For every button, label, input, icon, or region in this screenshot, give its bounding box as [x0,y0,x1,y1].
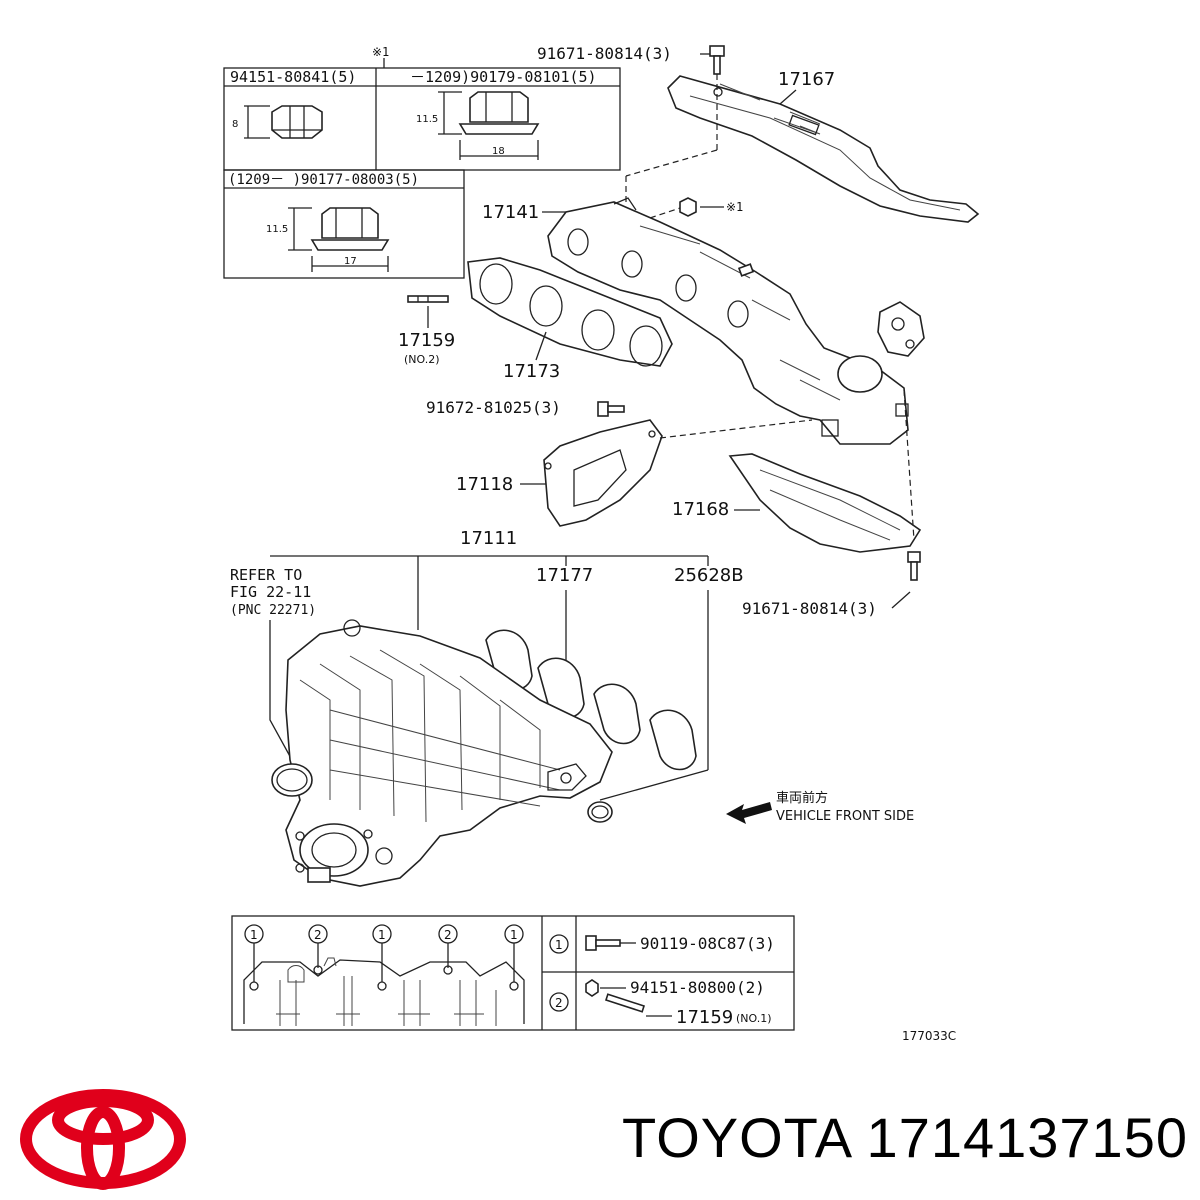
diagram-code: 177033C [902,1029,956,1043]
bolt-lower-drawing [907,551,921,581]
dim-width-18: 18 [492,146,505,157]
legend-marker-1: 1 [250,928,258,942]
refer-line-2: FIG 22-11 [230,583,311,601]
bolt-top-drawing [700,45,725,75]
dim-height-small: 8 [232,119,238,130]
flange-nut-18-drawing: 11.5 18 [416,91,540,160]
legend-marker-2: 2 [314,928,322,942]
dim-height-17: 11.5 [266,224,288,235]
callout-stud-note: (NO.2) [404,353,440,366]
refer-line-1: REFER TO [230,566,302,584]
manifold-stay-drawing [543,419,663,527]
dim-width-17: 17 [344,256,357,267]
legend-marker-5: 1 [510,928,518,942]
brand-name: TOYOTA [622,1106,850,1169]
brand-title: TOYOTA 1714137150 [548,1105,1188,1170]
legend-row2-marker: 2 [555,996,563,1010]
bolt-mid-drawing [597,401,625,417]
callout-nut-note: ※1 [726,200,743,214]
legend-row2-part-a: 94151-80800(2) [630,978,765,997]
heat-insulator-lower-drawing [728,453,922,553]
toyota-logo-icon [20,1089,186,1190]
legend-row1-marker: 1 [555,938,563,952]
exhaust-gasket-drawing [467,257,673,367]
fastener-spec-table: ※1 94151-80841(5) －1209)90179-08101(5) 8 [223,45,621,279]
callout-intake-gasket: 17177 [536,565,593,586]
throttle-o-ring-drawing [271,763,313,797]
legend-marker-4: 2 [444,928,452,942]
callout-bolt-top: 91671-80814(3) [537,44,672,63]
o-ring-drawing [587,801,613,823]
callout-stay: 17118 [456,474,513,495]
table-label-top-right: －1209)90179-08101(5) [410,68,597,86]
dim-height-18: 11.5 [416,114,438,125]
legend-marker-3: 1 [378,928,386,942]
nut-drawing [679,197,724,217]
part-number: 1714137150 [866,1106,1188,1169]
callout-gasket: 17173 [503,361,560,382]
callout-heat-insulator-upper: 17167 [778,69,835,90]
intake-manifold-drawing [285,619,613,887]
legend-row2-note: (NO.1) [736,1012,772,1025]
exhaust-manifold-drawing [547,197,925,445]
callout-heat-insulator-lower: 17168 [672,499,729,520]
callout-stud: 17159 [398,330,455,351]
front-label-en: VEHICLE FRONT SIDE [776,809,914,824]
heat-insulator-upper-drawing [667,75,980,223]
table-label-bottom: (1209－ )90177-08003(5) [228,172,419,188]
front-label-jp: 車両前方 [776,790,828,806]
legend-row1-part: 90119-08C87(3) [640,934,775,953]
table-label-top-left: 94151-80841(5) [230,68,356,86]
flange-nut-17-drawing: 11.5 17 [266,207,390,272]
vehicle-front-indicator: 車両前方 VEHICLE FRONT SIDE [726,790,914,824]
front-arrow-icon [726,802,772,824]
callout-o-ring: 25628B [674,565,744,586]
callout-intake-manifold: 17111 [460,528,517,549]
callout-bolt-lower: 91671-80814(3) [742,599,877,618]
table-note-mark: ※1 [372,45,389,59]
tightening-legend: 1 2 1 2 1 1 90119-08C87(3) 2 94151-80800… [231,915,795,1031]
intake-gasket-drawing [485,629,697,771]
flange-nut-small-drawing: 8 [232,105,323,139]
stud-no2-drawing [407,295,449,303]
refer-line-3: (PNC 22271) [230,603,316,618]
callout-bolt-mid: 91672-81025(3) [426,398,561,417]
callout-manifold: 17141 [482,202,539,223]
legend-row2-part-b: 17159 [676,1007,733,1028]
